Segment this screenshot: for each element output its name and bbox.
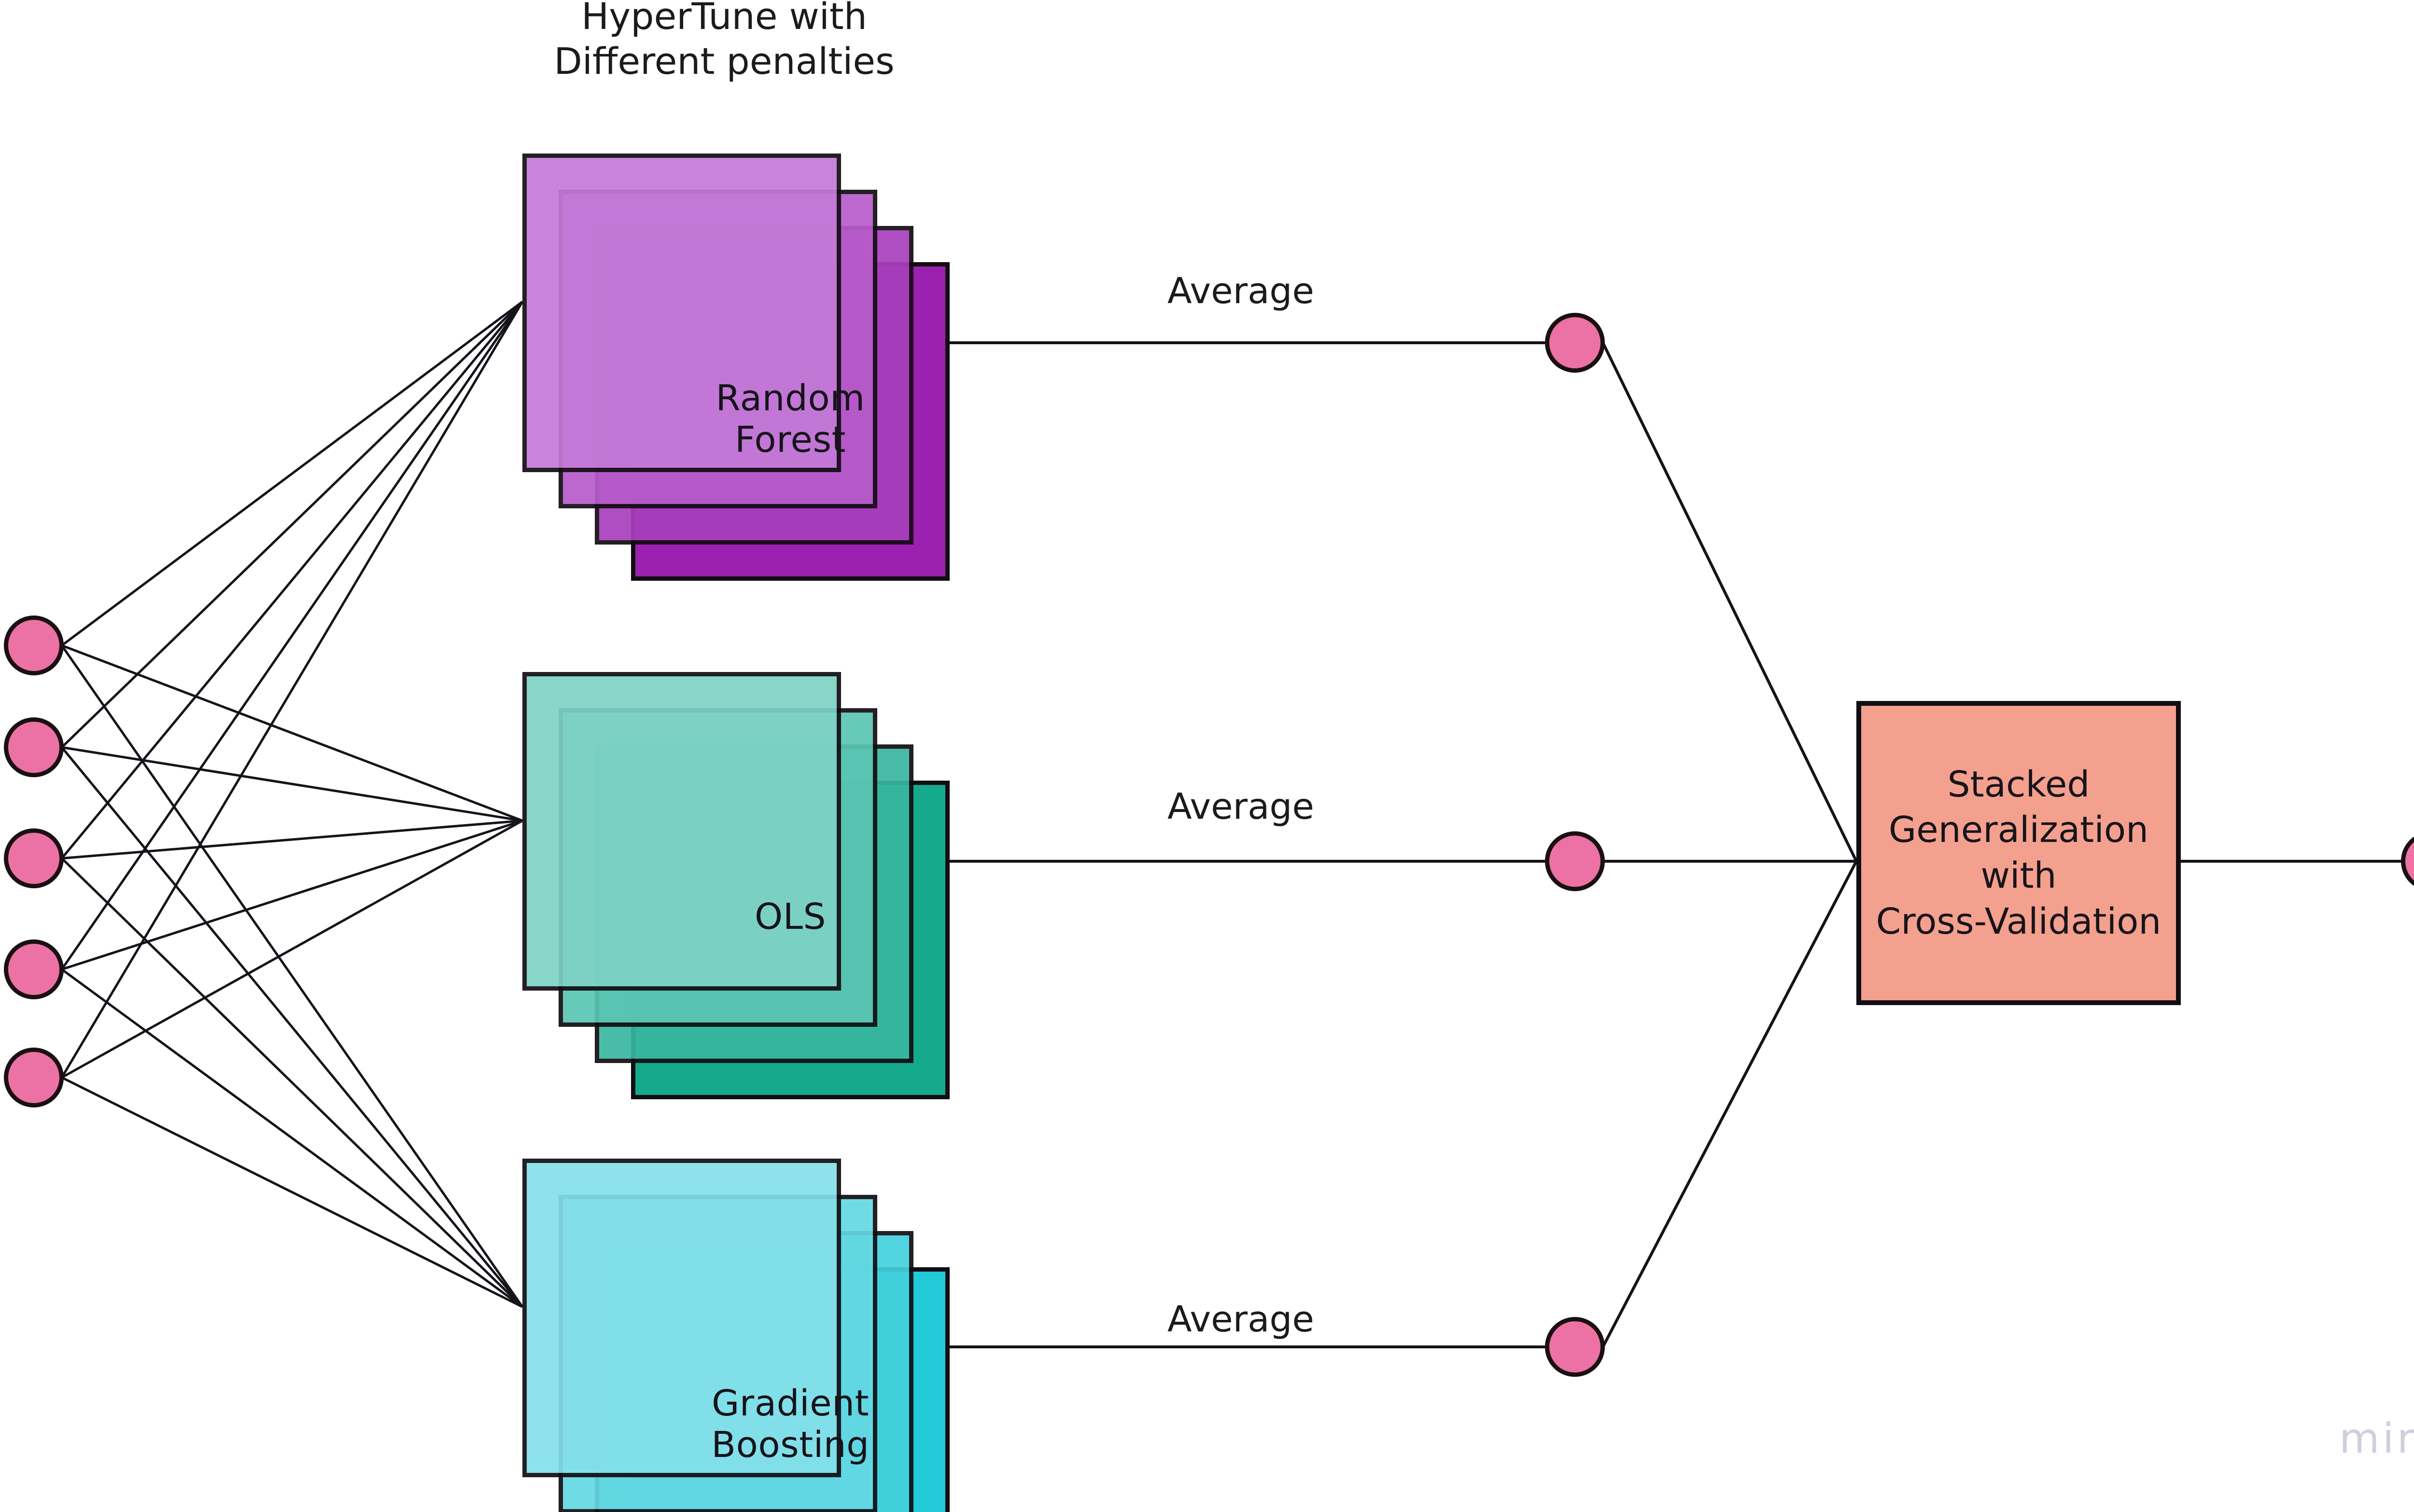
input-node-4[interactable] xyxy=(4,939,64,999)
model-stack-random-forest[interactable]: Random Forest xyxy=(522,154,950,581)
average-label-ols: Average xyxy=(1167,786,1314,827)
input-node-5[interactable] xyxy=(4,1048,64,1107)
miro-watermark: miro xyxy=(2339,1414,2414,1463)
edge-input5-to-random-forest xyxy=(60,301,524,1078)
average-node-random-forest[interactable] xyxy=(1545,313,1605,373)
edge-input5-to-gradient-boosting xyxy=(61,1076,523,1308)
edge-input4-to-ols xyxy=(61,819,523,971)
edge-input2-to-random-forest xyxy=(61,301,523,748)
input-node-2[interactable] xyxy=(4,717,64,777)
edge-input3-to-ols xyxy=(61,819,523,860)
average-label-gradient-boosting: Average xyxy=(1167,1299,1314,1340)
model-stack-label-random-forest: Random Forest xyxy=(716,378,865,461)
edge-average-node-gradient-boosting-to-stacked-generalization xyxy=(1601,860,1858,1348)
model-stack-label-gradient-boosting: Gradient Boosting xyxy=(711,1383,870,1466)
model-card-gradient-boosting-1[interactable] xyxy=(522,1159,841,1477)
edge-input1-to-ols xyxy=(61,644,523,822)
edge-input2-to-ols xyxy=(61,746,523,822)
page-title: HyperTune with Different penalties xyxy=(554,0,895,83)
edge-input2-to-gradient-boosting xyxy=(61,746,523,1308)
edge-average-node-random-forest-to-stacked-generalization xyxy=(1601,342,1858,862)
model-card-ols-1[interactable] xyxy=(522,672,841,991)
model-stack-label-ols: OLS xyxy=(755,896,826,938)
input-node-1[interactable] xyxy=(4,616,64,675)
edge-input1-to-random-forest xyxy=(61,300,523,647)
model-stack-ols[interactable]: OLS xyxy=(522,672,950,1099)
stacked-generalization-box[interactable]: Stacked Generalization with Cross-Valida… xyxy=(1856,701,2181,1005)
input-node-3[interactable] xyxy=(4,828,64,888)
average-node-gradient-boosting[interactable] xyxy=(1545,1317,1605,1377)
average-label-random-forest: Average xyxy=(1167,270,1314,312)
edge-input3-to-random-forest xyxy=(61,301,523,859)
edge-input5-to-ols xyxy=(61,819,523,1079)
edge-input3-to-gradient-boosting xyxy=(61,857,523,1308)
edge-input4-to-gradient-boosting xyxy=(61,968,523,1308)
model-stack-gradient-boosting[interactable]: Gradient Boosting xyxy=(522,1159,950,1512)
edge-input4-to-random-forest xyxy=(60,301,524,970)
average-node-ols[interactable] xyxy=(1545,831,1605,891)
edge-input1-to-gradient-boosting xyxy=(60,644,524,1308)
output-node[interactable] xyxy=(2401,831,2414,891)
model-card-random-forest-1[interactable] xyxy=(522,154,841,472)
stacked-generalization-label: Stacked Generalization with Cross-Valida… xyxy=(1876,763,2161,942)
